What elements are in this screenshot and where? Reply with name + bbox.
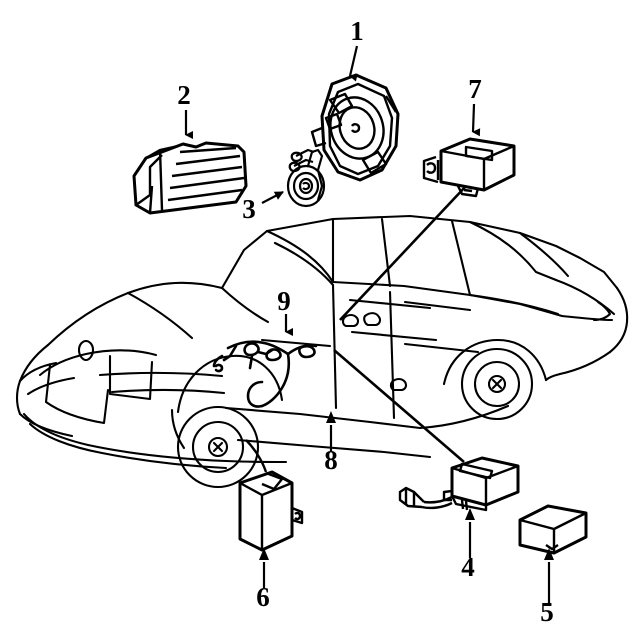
callout-label-6: 6 — [256, 582, 270, 612]
leader-lines — [245, 185, 467, 473]
part-2-finned-grille-panel — [132, 141, 248, 215]
part-4-module-with-lead — [398, 456, 520, 512]
callout-label-8: 8 — [324, 445, 338, 475]
callout-labels: 1 2 3 4 5 6 7 8 9 — [177, 16, 554, 627]
callout-arrows — [184, 45, 554, 603]
part-5-relay-box — [518, 504, 588, 555]
callout-label-9: 9 — [277, 286, 291, 316]
callout-label-3: 3 — [242, 194, 256, 224]
callout-arrow-3 — [261, 191, 284, 204]
part-9-dash-wiring-harness — [212, 340, 318, 408]
callout-label-5: 5 — [540, 597, 554, 627]
part-6-control-unit-box — [238, 470, 304, 552]
callout-label-7: 7 — [468, 74, 482, 104]
callout-label-2: 2 — [177, 80, 191, 110]
vehicle-outline — [15, 214, 629, 489]
callout-arrow-7 — [471, 103, 481, 137]
part-3-tweeter-speaker — [286, 148, 326, 208]
part-1-speaker-assembly — [310, 73, 400, 182]
callout-label-4: 4 — [461, 552, 475, 582]
part-7-amplifier-module — [422, 137, 516, 198]
callout-arrow-1 — [348, 45, 359, 82]
callout-label-1: 1 — [350, 16, 364, 46]
